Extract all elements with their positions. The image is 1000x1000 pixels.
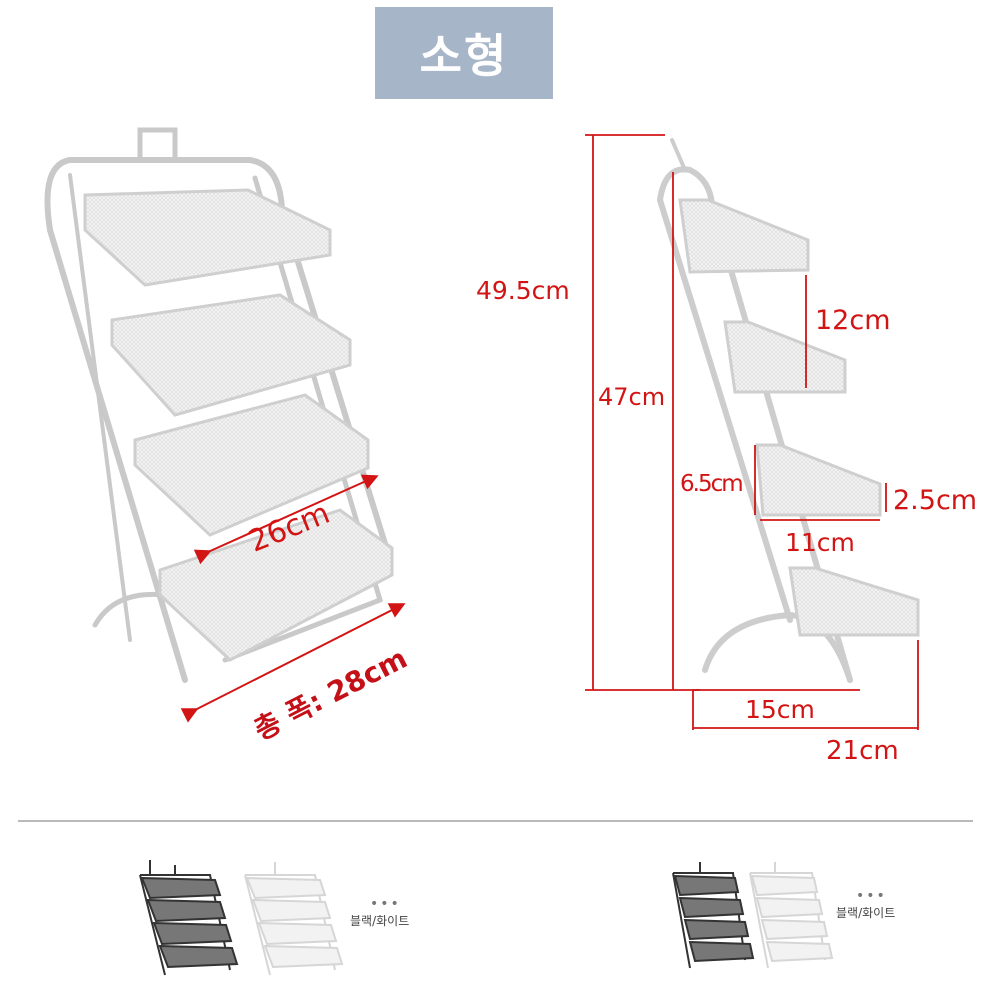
side-rack	[657, 138, 853, 683]
shelf-depth-label: 11cm	[785, 528, 855, 557]
shelf-gap-label: 12cm	[815, 305, 891, 336]
thumbnail-white-1	[244, 862, 344, 976]
section-divider	[18, 820, 973, 822]
shelf-front-label: 2.5cm	[893, 485, 978, 516]
base-label: 15cm	[745, 695, 815, 724]
color-option-label-1: 블랙/화이트	[350, 914, 410, 928]
shelf-back-label: 6.5cm	[680, 471, 744, 497]
more-dots-icon-2: •••	[856, 888, 887, 904]
front-shelves	[83, 188, 394, 662]
thumbnail-black-1	[139, 860, 239, 976]
total-height-label: 49.5cm	[476, 276, 570, 305]
thumbnail-black-2	[672, 862, 755, 969]
more-dots-icon: •••	[370, 896, 401, 912]
color-option-label-2: 블랙/화이트	[836, 906, 896, 920]
side-shelves	[678, 198, 920, 637]
frame-height-label: 47cm	[598, 383, 666, 411]
total-depth-label: 21cm	[826, 736, 899, 766]
size-label: 소형	[419, 29, 509, 83]
thumbnail-white-2	[749, 862, 834, 969]
size-badge: 소형	[375, 7, 553, 99]
